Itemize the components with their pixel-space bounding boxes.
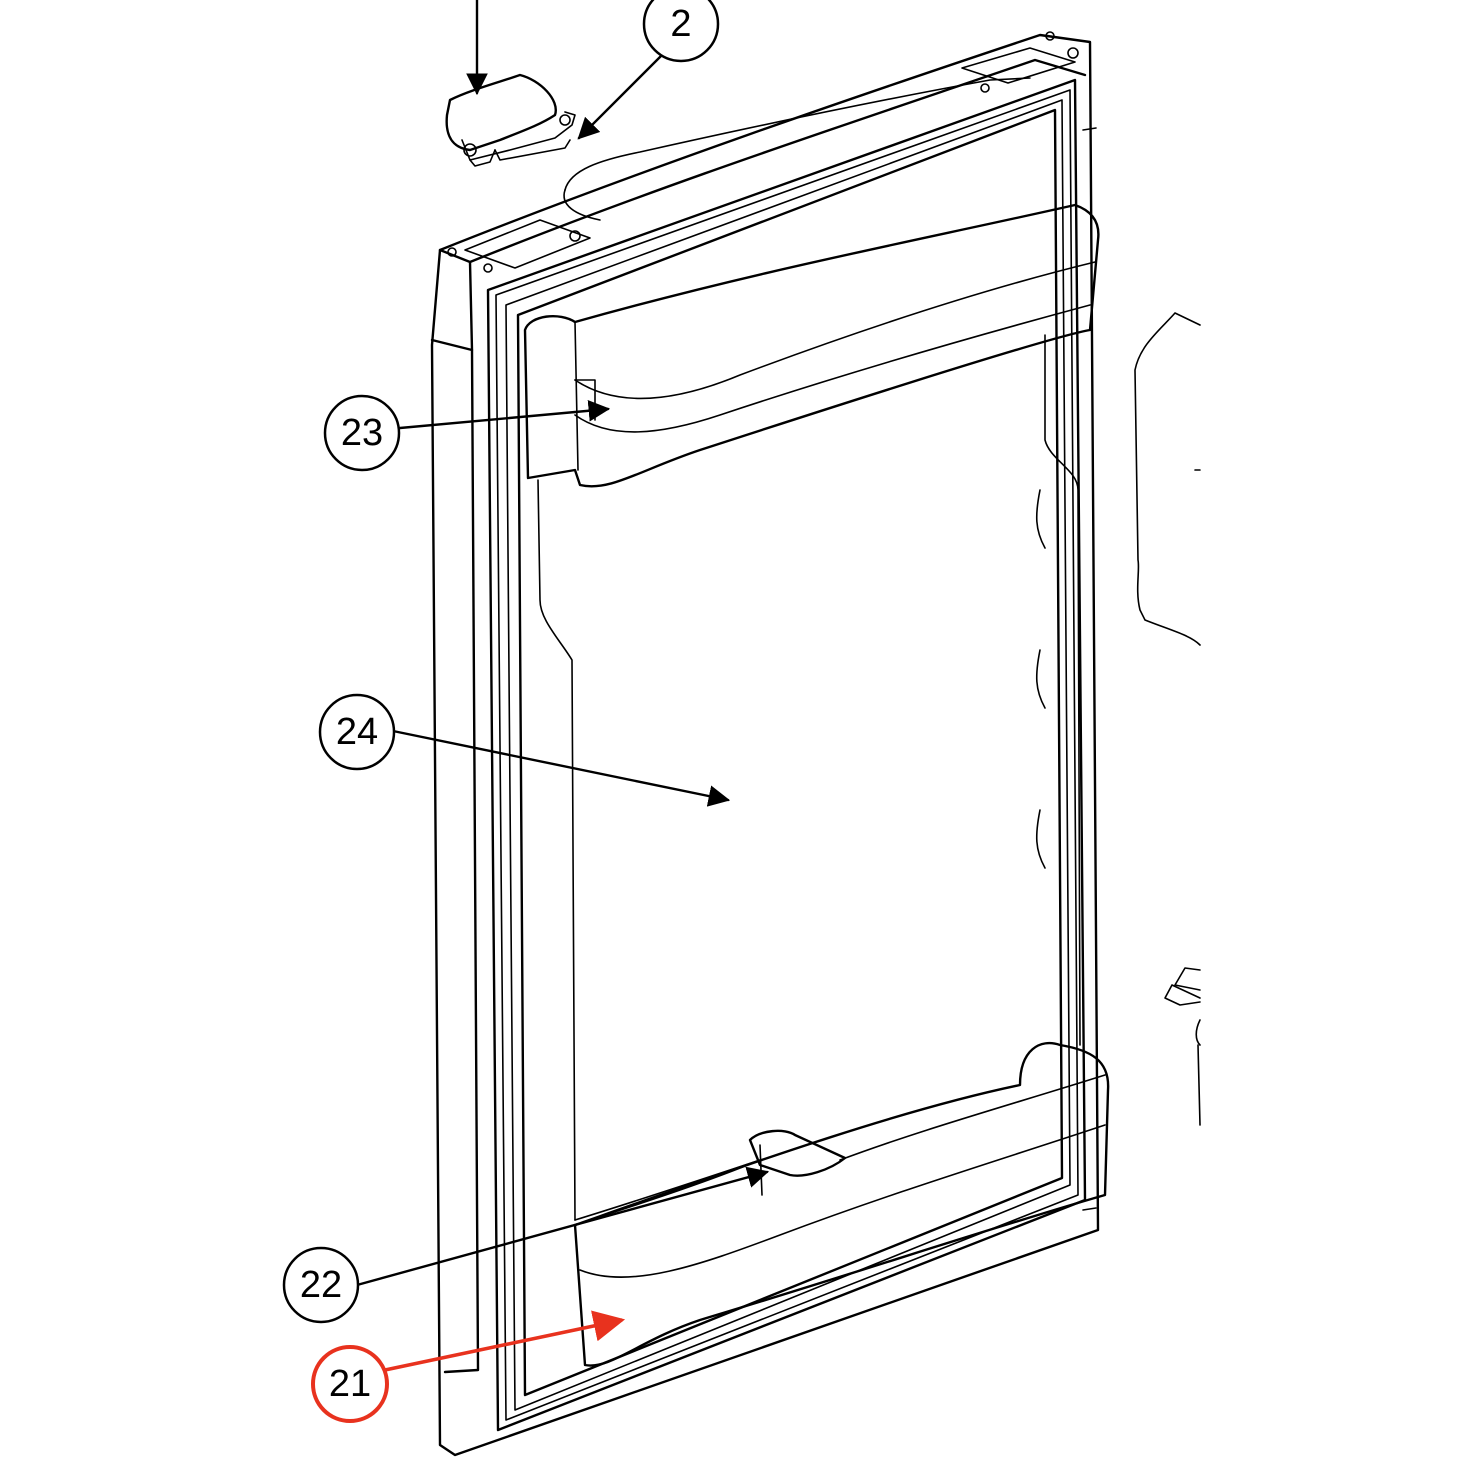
- door-outer-shell: [430, 33, 1100, 1457]
- callout-label-22: 22: [300, 1264, 342, 1306]
- callout-21: 21: [311, 1345, 389, 1423]
- leader-arrow-21: [384, 1310, 626, 1372]
- leader-arrow-24: [391, 729, 731, 807]
- leader-arrow-22: [355, 1166, 770, 1287]
- lower-door-bin: [573, 1041, 1110, 1367]
- leader-lines: [355, 0, 770, 1372]
- callout-circle-2: [642, 0, 720, 63]
- leader-arrow-2: [577, 53, 664, 140]
- callout-23: 23: [323, 394, 401, 472]
- callout-circle-24: [318, 693, 396, 771]
- callout-22: 22: [282, 1246, 360, 1324]
- hinge-cover-assembly: [445, 73, 576, 167]
- callout-circle-22: [282, 1246, 360, 1324]
- callout-label-2: 2: [670, 3, 691, 45]
- upper-door-shelf: [523, 203, 1100, 488]
- callout-2: 2: [642, 0, 720, 63]
- callout-label-24: 24: [336, 711, 378, 753]
- callout-24: 24: [318, 693, 396, 771]
- leader-arrow-23: [398, 400, 611, 430]
- partial-adjacent-parts: [1134, 312, 1201, 1126]
- callout-circle-21: [311, 1345, 389, 1423]
- bottle-retainer: [574, 1129, 847, 1221]
- callout-label-23: 23: [341, 412, 383, 454]
- callout-circle-23: [323, 394, 401, 472]
- door-top-cap: [447, 31, 1087, 273]
- callout-label-21: 21: [329, 1363, 371, 1405]
- inner-liner: [537, 334, 1081, 1221]
